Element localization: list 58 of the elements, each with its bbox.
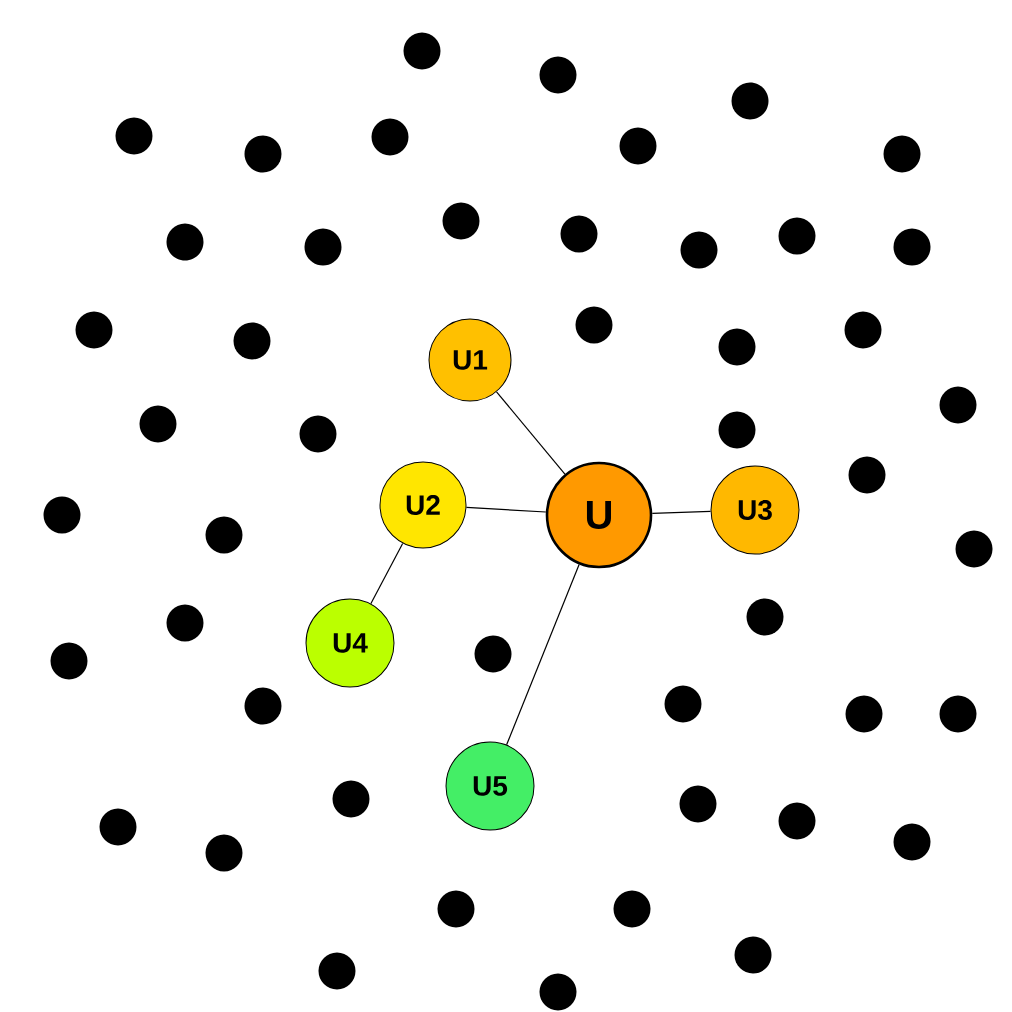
dot [437, 890, 475, 928]
dot [575, 306, 613, 344]
connector-line [506, 563, 580, 746]
connector-line [651, 510, 712, 514]
dot [893, 228, 931, 266]
circle-node: U4 [305, 598, 395, 688]
dot [233, 322, 271, 360]
dot [99, 808, 137, 846]
circle-node: U5 [445, 741, 535, 831]
dot [955, 530, 993, 568]
connector-line [495, 391, 566, 475]
dot [848, 456, 886, 494]
dot [442, 202, 480, 240]
dot [613, 890, 651, 928]
dot [844, 311, 882, 349]
circle-node: U [545, 461, 653, 569]
dot [403, 32, 441, 70]
dot [332, 780, 370, 818]
dot [318, 952, 356, 990]
circle-node: U2 [379, 461, 467, 549]
dot [166, 223, 204, 261]
dot [939, 386, 977, 424]
dot [205, 516, 243, 554]
dot [43, 496, 81, 534]
dot [778, 217, 816, 255]
circle-node: U1 [428, 318, 512, 402]
dot [539, 56, 577, 94]
dot [939, 695, 977, 733]
dot [244, 135, 282, 173]
dot [205, 834, 243, 872]
dot [718, 328, 756, 366]
dot [75, 311, 113, 349]
dot [718, 411, 756, 449]
dot [845, 695, 883, 733]
dot [746, 598, 784, 636]
dot [679, 785, 717, 823]
dot [371, 118, 409, 156]
dot [139, 405, 177, 443]
connector-line [465, 506, 547, 513]
circle-node: U3 [710, 465, 800, 555]
dot [731, 82, 769, 120]
dot [304, 228, 342, 266]
dot [664, 685, 702, 723]
connector-line [370, 542, 404, 605]
dot [244, 687, 282, 725]
dot [883, 135, 921, 173]
dot [115, 117, 153, 155]
dot [560, 215, 598, 253]
dot [680, 231, 718, 269]
dot [166, 604, 204, 642]
dot [893, 823, 931, 861]
dot [474, 635, 512, 673]
dot [539, 973, 577, 1011]
dot [734, 936, 772, 974]
dot [50, 642, 88, 680]
dot [619, 127, 657, 165]
dot [778, 802, 816, 840]
dot [299, 415, 337, 453]
